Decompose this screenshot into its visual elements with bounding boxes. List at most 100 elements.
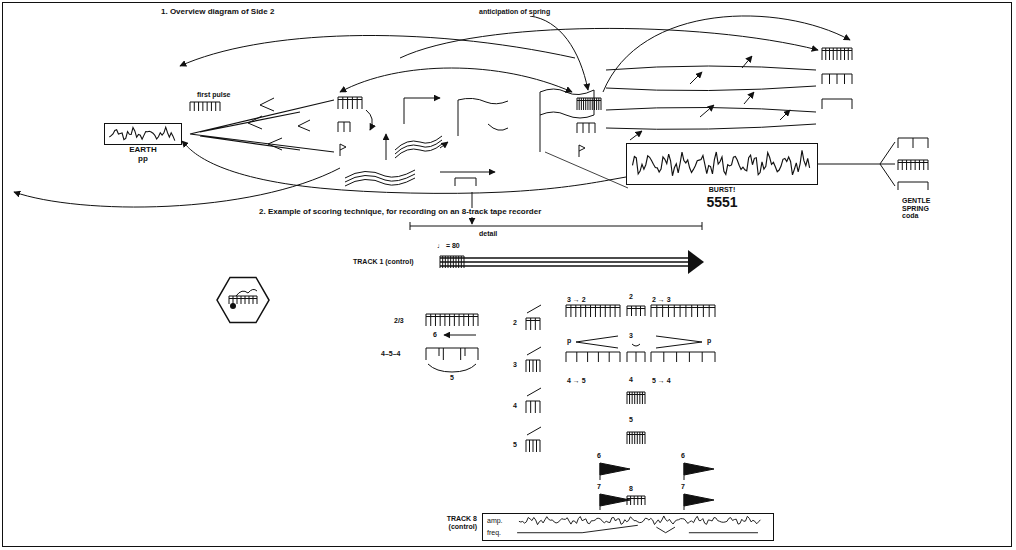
gesture-arrow [700, 105, 714, 117]
wave-gesture [395, 136, 442, 158]
score-label: 3 [628, 332, 634, 340]
node-text: BURST! [709, 186, 735, 194]
score-label: 5 → 4 [651, 377, 672, 385]
fan-lines [190, 100, 334, 152]
waveform-trace [483, 514, 773, 540]
pulse-group [566, 352, 620, 362]
pulse-group [526, 440, 540, 452]
flag-gesture [458, 98, 508, 136]
pulse-group [426, 314, 478, 326]
long-arc [400, 28, 818, 58]
pulse-group [822, 48, 852, 60]
curve-mark [632, 344, 640, 346]
pulse-group [338, 97, 362, 109]
icon-dot [230, 303, 236, 309]
score-label: 6 [680, 452, 686, 460]
score-label: 3 [512, 361, 518, 369]
pulse-group [627, 352, 645, 362]
chevrons [248, 98, 310, 150]
gesture-arrow [780, 110, 790, 120]
pulse-group [526, 360, 540, 372]
pulse-group [190, 102, 220, 111]
score-label: 4 [512, 402, 518, 410]
pulse-group [822, 99, 852, 109]
long-lines [606, 66, 816, 129]
gesture-arrow [444, 335, 476, 336]
score-label: 5 [512, 441, 518, 449]
score-label: 2 [512, 319, 518, 327]
score-label: 3 → 2 [566, 296, 587, 304]
score-label: 5 [449, 374, 455, 382]
gesture-arrow [386, 134, 387, 160]
waveform-trace [627, 144, 817, 184]
pennant-symbol [684, 463, 714, 475]
score-label: 2/3 [393, 317, 405, 325]
pulse-group [440, 256, 464, 268]
crescendo [576, 336, 618, 348]
score-label: anticipation of spring [478, 8, 551, 16]
gesture-arrow [404, 98, 440, 124]
waveform-trace [105, 124, 181, 144]
return-arc [180, 35, 575, 66]
pulse-group [898, 160, 928, 170]
control-track [440, 258, 690, 266]
gesture-arrow [744, 92, 754, 104]
node-text: EARTH pp [129, 146, 157, 164]
score-label: 7 [596, 483, 602, 491]
pulse-group [566, 305, 620, 317]
gesture-arrow [630, 131, 642, 140]
node-text: 5551 [706, 195, 737, 210]
pulse-flag [340, 144, 346, 156]
grouping-bracket [428, 348, 476, 372]
pulse-group [898, 138, 928, 148]
ascent-line [527, 388, 541, 396]
return-arrow [182, 141, 626, 193]
score-label: GENTLE SPRING coda [901, 197, 931, 220]
ascent-line [527, 427, 541, 435]
wave-gesture [345, 170, 415, 186]
decrescendo [656, 336, 702, 348]
score-label: 2. Example of scoring technique, for rec… [258, 208, 542, 217]
score-label: p [706, 337, 712, 345]
section-title: 1. Overview diagram of Side 2 [160, 8, 275, 17]
bracket [455, 178, 476, 186]
pulse-group [898, 182, 928, 190]
pulse-group [627, 432, 645, 444]
score-label: 4–5–4 [380, 350, 401, 358]
pulse-group [822, 74, 852, 84]
gesture-arrow [440, 172, 495, 173]
score-label: 6 [432, 331, 438, 339]
pulse-flag [579, 145, 585, 157]
pennant-stem [600, 463, 684, 510]
pulse-group [229, 296, 257, 304]
pulse-group [338, 122, 350, 132]
pulse-group [651, 305, 715, 317]
amp-curve [519, 516, 760, 525]
anticipation-arrow [530, 16, 588, 90]
score-label: 5 [628, 416, 634, 424]
score-label: p [566, 337, 572, 345]
pulse-group [627, 306, 645, 316]
node-text: freq. [487, 529, 501, 537]
fan-lines [818, 142, 895, 186]
gesture-arrow [690, 72, 702, 84]
score-label: 8 [628, 485, 634, 493]
pennant-symbol [684, 494, 714, 506]
ascent-line [527, 347, 541, 355]
burst-box: BURST!5551 [626, 143, 818, 185]
return-arc [340, 68, 572, 92]
pennant-symbol [600, 494, 630, 506]
score-label: 2 → 3 [651, 296, 672, 304]
score-label: 4 → 5 [566, 377, 587, 385]
waveform-box: EARTH pp [104, 123, 182, 145]
score-label: TRACK 1 (control) [352, 258, 415, 266]
score-symbols [3, 3, 1012, 547]
score-label: 7 [680, 483, 686, 491]
pulse-group [577, 98, 601, 110]
score-label: ♩ = 80 [436, 242, 461, 250]
node-text: amp. [487, 517, 503, 525]
score-label: first pulse [196, 91, 231, 99]
